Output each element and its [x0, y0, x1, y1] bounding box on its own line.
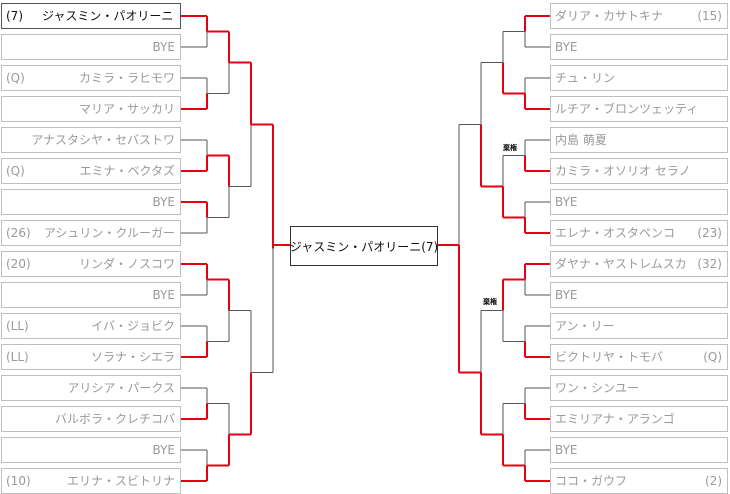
right-player-slot: ワン・シンユー — [550, 375, 728, 401]
right-player-slot: アン・リー — [550, 313, 728, 339]
right-player-slot: (15) ダリア・カサトキナ — [550, 3, 728, 29]
player-name: BYE — [152, 195, 176, 209]
left-player-slot: (LL) ソラナ・シエラ — [1, 344, 181, 370]
right-player-slot: 内島 萌夏 — [550, 127, 728, 153]
player-seed: (LL) — [6, 319, 29, 333]
player-seed: (2) — [705, 474, 722, 488]
player-name: エリナ・スビトリナ — [66, 474, 175, 488]
player-seed: (20) — [6, 257, 31, 271]
player-name: BYE — [152, 40, 176, 54]
player-name: アリシア・パークス — [67, 381, 175, 395]
player-seed: (Q) — [703, 350, 722, 364]
player-name: ルチア・ブロンツェッティ — [555, 102, 699, 116]
right-player-slot: (23) エレナ・オスタペンコ — [550, 220, 728, 246]
left-player-slot: BYE — [1, 282, 181, 308]
player-name: ビクトリヤ・トモバ — [555, 350, 664, 364]
player-seed: (23) — [697, 226, 722, 240]
left-player-slot: BYE — [1, 34, 181, 60]
player-name: ココ・ガウフ — [555, 474, 628, 488]
player-name: エミナ・ベクタズ — [79, 164, 175, 178]
player-name: BYE — [152, 288, 176, 302]
left-player-slot: (Q) カミラ・ラヒモワ — [1, 65, 181, 91]
player-name: エレナ・オスタペンコ — [555, 226, 676, 240]
left-player-slot: BYE — [1, 189, 181, 215]
player-name: BYE — [555, 195, 578, 209]
right-player-slot: チュ・リン — [550, 65, 728, 91]
walkover-note: 棄権 — [483, 298, 497, 306]
right-player-slot: (2) ココ・ガウフ — [550, 468, 728, 494]
player-name: BYE — [555, 40, 578, 54]
player-name: BYE — [555, 443, 578, 457]
player-name: BYE — [555, 288, 578, 302]
player-name: イバ・ジョビク — [91, 319, 175, 333]
right-player-slot: BYE — [550, 189, 728, 215]
walkover-note: 棄権 — [503, 144, 517, 152]
player-seed: (15) — [697, 9, 722, 23]
right-player-slot: (Q) ビクトリヤ・トモバ — [550, 344, 728, 370]
right-player-slot: エミリアナ・アランゴ — [550, 406, 728, 432]
player-name: カミラ・ラヒモワ — [78, 71, 175, 85]
player-name: ワン・シンユー — [555, 381, 640, 395]
player-name: アン・リー — [555, 319, 615, 333]
left-player-slot: (10) エリナ・スビトリナ — [1, 468, 181, 494]
champion-name: ジャスミン・パオリーニ(7) — [289, 239, 439, 254]
player-name: ダヤナ・ヤストレムスカ — [555, 257, 687, 271]
player-seed: (26) — [6, 226, 31, 240]
left-player-slot: バルボラ・クレチコバ — [1, 406, 181, 432]
left-player-slot: (LL) イバ・ジョビク — [1, 313, 181, 339]
right-player-slot: (32) ダヤナ・ヤストレムスカ — [550, 251, 728, 277]
player-name: ジャスミン・パオリーニ — [42, 9, 174, 23]
right-player-slot: BYE — [550, 282, 728, 308]
player-name: カミラ・オソリオ セラノ — [555, 164, 691, 178]
left-player-slot: (7) ジャスミン・パオリーニ — [1, 3, 181, 29]
player-seed: (32) — [697, 257, 722, 271]
left-player-slot: (Q) エミナ・ベクタズ — [1, 158, 181, 184]
player-seed: (Q) — [6, 71, 25, 85]
right-player-slot: カミラ・オソリオ セラノ — [550, 158, 728, 184]
left-player-slot: マリア・サッカリ — [1, 96, 181, 122]
player-seed: (10) — [6, 474, 31, 488]
player-name: マリア・サッカリ — [78, 102, 175, 116]
left-player-slot: (26) アシュリン・クルーガー — [1, 220, 181, 246]
right-player-slot: BYE — [550, 437, 728, 463]
player-name: チュ・リン — [555, 71, 616, 85]
left-player-slot: アリシア・パークス — [1, 375, 181, 401]
player-seed: (7) — [6, 9, 23, 23]
player-name: リンダ・ノスコワ — [78, 257, 175, 271]
player-name: ダリア・カサトキナ — [555, 9, 664, 23]
player-name: ソラナ・シエラ — [90, 350, 175, 364]
player-seed: (Q) — [6, 164, 25, 178]
right-player-slot: ルチア・ブロンツェッティ — [550, 96, 728, 122]
left-player-slot: BYE — [1, 437, 181, 463]
player-name: エミリアナ・アランゴ — [555, 412, 675, 426]
player-seed: (LL) — [6, 350, 29, 364]
player-name: バルボラ・クレチコバ — [54, 412, 175, 426]
player-name: アナスタシヤ・セバストワ — [31, 133, 175, 147]
left-player-slot: (20) リンダ・ノスコワ — [1, 251, 181, 277]
right-player-slot: BYE — [550, 34, 728, 60]
player-name: アシュリン・クルーガー — [43, 226, 175, 240]
player-name: BYE — [152, 443, 176, 457]
champion-box: ジャスミン・パオリーニ(7) — [290, 226, 438, 266]
left-player-slot: アナスタシヤ・セバストワ — [1, 127, 181, 153]
player-name: 内島 萌夏 — [555, 133, 607, 147]
